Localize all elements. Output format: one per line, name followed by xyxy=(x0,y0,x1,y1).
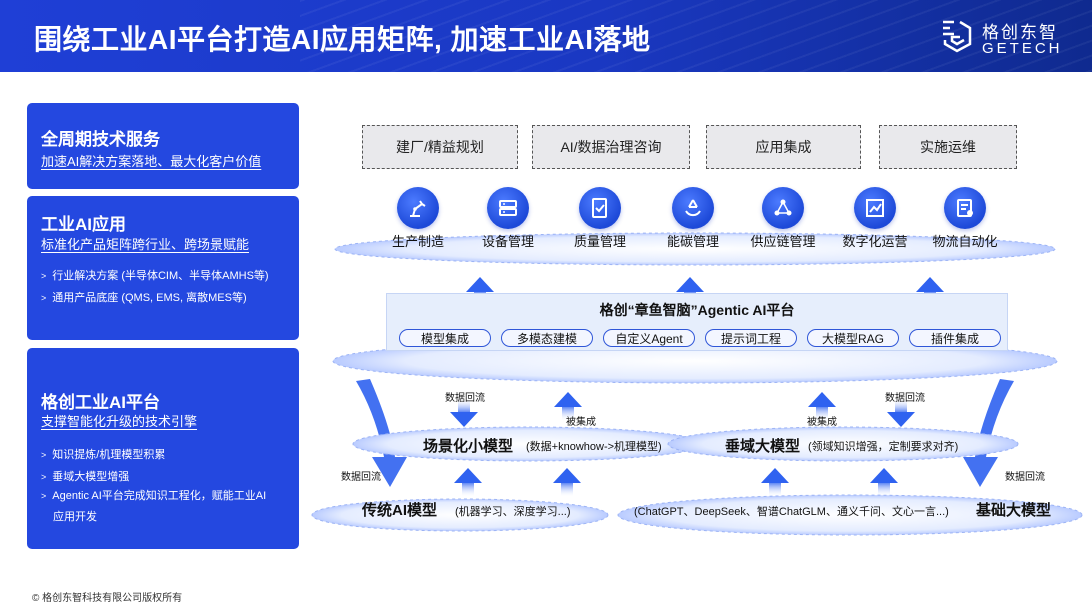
diagram-background xyxy=(311,232,1083,536)
server-icon xyxy=(487,187,529,229)
up-arrow-integrated-right xyxy=(808,392,836,421)
app-layer-disc xyxy=(334,232,1056,266)
card-industrial-ai-app: 工业AI应用 标准化产品矩阵跨行业、跨场景赋能 > 行业解决方案 (半导体CIM、… xyxy=(27,196,299,340)
document-flow-icon xyxy=(944,187,986,229)
app-label: 能碳管理 xyxy=(666,234,719,249)
card-ai-platform: 格创工业AI平台 支撑智能化升级的技术引擎 > 知识提炼/机理模型积累 > 垂域大模… xyxy=(27,348,299,549)
foundation-model-title: 基础大模型 xyxy=(976,502,1052,519)
app-item-supply-chain: 供应链管理 xyxy=(743,187,823,250)
service-box: 实施运维 xyxy=(879,125,1017,169)
app-label: 设备管理 xyxy=(481,234,534,249)
up-arrow-bottom xyxy=(870,468,898,497)
bullet-item: > 知识提炼/机理模型积累 xyxy=(41,445,291,465)
copyright-text: © 格创东智科技有限公司版权所有 xyxy=(32,593,183,604)
platform-chip: 自定义Agent xyxy=(603,329,695,347)
app-item-energy: 能碳管理 xyxy=(653,187,733,250)
trend-chart-icon xyxy=(854,187,896,229)
network-nodes-icon xyxy=(762,187,804,229)
card-subtitle: 标准化产品矩阵跨行业、跨场景赋能 xyxy=(41,237,250,252)
card-title: 全周期技术服务 xyxy=(41,130,160,149)
card-subtitle: 加速AI解决方案落地、最大化客户价值 xyxy=(41,154,262,169)
up-arrow-bottom xyxy=(761,468,789,497)
scene-model-note: (数据+knowhow->机理模型) xyxy=(526,441,662,453)
traditional-ai-note: (机器学习、深度学习...) xyxy=(455,506,571,518)
service-box: AI/数据治理咨询 xyxy=(532,125,690,169)
header-banner: 围绕工业AI平台打造AI应用矩阵, 加速工业AI落地 格创东智 GETECH xyxy=(0,0,1092,72)
bullet-item: > 行业解决方案 (半导体CIM、半导体AMHS等) xyxy=(41,266,291,286)
chevron-right-icon: > xyxy=(41,491,47,501)
app-item-digital-ops: 数字化运营 xyxy=(835,187,915,250)
company-logo: 格创东智 GETECH xyxy=(940,16,1080,60)
platform-title: 格创“章鱼智脑”Agentic AI平台 xyxy=(599,302,795,318)
up-arrow-bottom xyxy=(553,468,581,497)
vertical-model-disc xyxy=(667,426,1019,462)
foundation-model-disc xyxy=(617,494,1083,536)
service-box: 应用集成 xyxy=(706,125,861,169)
app-label: 生产制造 xyxy=(391,234,444,249)
bullet-text: 垂域大模型增强 xyxy=(52,471,130,483)
bullet-text: Agentic AI平台完成知识工程化，赋能工业AI xyxy=(52,490,267,502)
flow-label-backflow: 数据回流 xyxy=(445,393,485,404)
flow-label-backflow: 数据回流 xyxy=(341,472,381,483)
vertical-model-title: 垂域大模型 xyxy=(725,438,801,455)
chevron-right-icon: > xyxy=(41,271,47,281)
getech-logo-icon xyxy=(943,20,972,53)
foundation-model-note: (ChatGPT、DeepSeek、智谱ChatGLM、通义千问、文心一言...… xyxy=(634,506,949,518)
platform-chip: 模型集成 xyxy=(399,329,491,347)
bullet-text: 知识提炼/机理模型积累 xyxy=(52,449,166,461)
card-title: 工业AI应用 xyxy=(41,215,126,234)
app-label: 供应链管理 xyxy=(750,234,816,249)
app-label: 数字化运营 xyxy=(842,234,908,249)
app-item-equipment: 设备管理 xyxy=(468,187,548,250)
bullet-text: 行业解决方案 (半导体CIM、半导体AMHS等) xyxy=(52,270,269,282)
app-item-quality: 质量管理 xyxy=(560,187,640,250)
architecture-diagram: 建厂/精益规划 AI/数据治理咨询 应用集成 实施运维 生产制造 设备管理 质量… xyxy=(310,95,1092,615)
flow-label-integrated: 被集成 xyxy=(566,417,596,428)
traditional-ai-disc xyxy=(311,498,609,532)
app-label: 物流自动化 xyxy=(932,234,998,249)
big-down-arrow-left xyxy=(356,379,407,487)
traditional-ai-title: 传统AI模型 xyxy=(362,502,438,519)
quality-shield-icon xyxy=(579,187,621,229)
app-item-production: 生产制造 xyxy=(378,187,458,250)
platform-chip: 多模态建模 xyxy=(501,329,593,347)
agentic-platform-box: 格创“章鱼智脑”Agentic AI平台 模型集成 多模态建模 自定义Agent… xyxy=(386,293,1008,351)
bullet-item: > 通用产品底座 (QMS, EMS, 离散MES等) xyxy=(41,288,291,308)
recycle-icon xyxy=(672,187,714,229)
app-item-logistics: 物流自动化 xyxy=(925,187,1005,250)
flow-label-backflow: 数据回流 xyxy=(1005,472,1045,483)
logo-text-en: GETECH xyxy=(982,40,1063,57)
platform-chip: 插件集成 xyxy=(909,329,1001,347)
scene-model-title: 场景化小模型 xyxy=(423,438,514,455)
robot-arm-icon xyxy=(397,187,439,229)
bullet-item: > 垂域大模型增强 xyxy=(41,467,291,487)
platform-chip: 提示词工程 xyxy=(705,329,797,347)
down-arrow-backflow-right xyxy=(887,398,915,427)
bullet-continuation: 应用开发 xyxy=(53,511,97,523)
app-label: 质量管理 xyxy=(573,234,626,249)
down-arrow-backflow-left xyxy=(450,398,478,427)
chevron-right-icon: > xyxy=(41,472,47,482)
chevron-right-icon: > xyxy=(41,293,47,303)
chevron-right-icon: > xyxy=(41,450,47,460)
vertical-model-note: (领域知识增强，定制要求对齐) xyxy=(808,441,959,453)
platform-chip: 大模型RAG xyxy=(807,329,899,347)
service-box: 建厂/精益规划 xyxy=(362,125,518,169)
card-title: 格创工业AI平台 xyxy=(41,393,160,412)
bullet-item: > Agentic AI平台完成知识工程化，赋能工业AI xyxy=(41,486,291,506)
card-subtitle: 支撑智能化升级的技术引擎 xyxy=(41,414,198,429)
page-title: 围绕工业AI平台打造AI应用矩阵, 加速工业AI落地 xyxy=(34,24,651,55)
bullet-text: 通用产品底座 (QMS, EMS, 离散MES等) xyxy=(52,292,247,304)
up-arrow-bottom xyxy=(454,468,482,497)
flow-label-integrated: 被集成 xyxy=(807,417,837,428)
card-lifecycle-service: 全周期技术服务 加速AI解决方案落地、最大化客户价值 xyxy=(27,103,299,189)
up-arrow-integrated-left xyxy=(554,392,582,421)
logo-text-cn: 格创东智 xyxy=(982,23,1058,42)
big-down-arrow-right xyxy=(963,379,1014,487)
flow-label-backflow: 数据回流 xyxy=(885,393,925,404)
